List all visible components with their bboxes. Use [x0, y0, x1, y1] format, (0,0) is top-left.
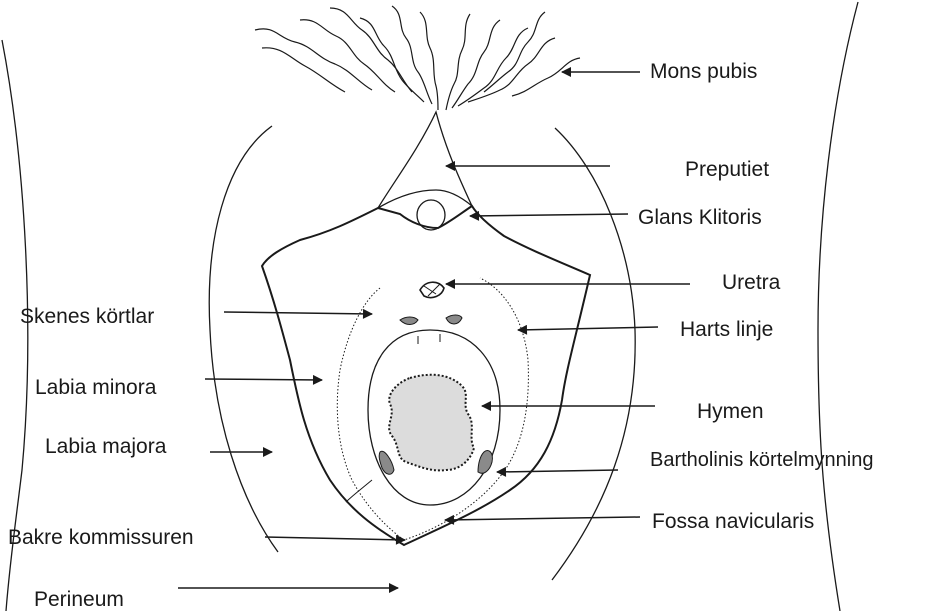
labia-majora-right-outline	[552, 128, 635, 580]
urethra-shape	[420, 282, 444, 297]
arrow-bakre-kommissuren	[265, 537, 405, 540]
arrow-fossa-navicularis	[445, 517, 640, 520]
arrow-skenes-kortlar	[224, 312, 372, 314]
label-labia-minora: Labia minora	[35, 376, 156, 400]
label-hymen: Hymen	[697, 400, 764, 424]
label-perineum: Perineum	[34, 588, 124, 612]
arrow-glans-klitoris	[470, 214, 628, 216]
skene-gland-right	[446, 315, 462, 324]
bartholin-right	[478, 450, 492, 473]
label-skenes-kortlar: Skenes körtlar	[20, 305, 154, 329]
urethra-detail	[424, 284, 440, 296]
label-mons-pubis: Mons pubis	[650, 60, 757, 84]
pubic-hair	[255, 6, 580, 110]
label-labia-majora: Labia majora	[45, 435, 166, 459]
fourchette-line	[346, 480, 372, 502]
arrow-labia-minora	[205, 379, 322, 380]
labia-majora-left-outline	[209, 126, 278, 552]
label-uretra: Uretra	[722, 271, 780, 295]
preputium-outline	[378, 112, 472, 208]
label-harts-linje: Harts linje	[680, 318, 773, 342]
hymen-shape	[389, 375, 474, 471]
label-glans-klitoris: Glans Klitoris	[638, 206, 762, 230]
label-fossa-navicularis: Fossa navicularis	[652, 510, 814, 534]
arrow-bartholinis	[497, 470, 618, 472]
label-bartholinis: Bartholinis körtelmynning	[650, 448, 873, 472]
arrow-harts-linje	[518, 327, 658, 330]
label-bakre-kommissuren: Bakre kommissuren	[8, 526, 194, 550]
skene-gland-left	[400, 317, 418, 325]
label-preputiet: Preputiet	[685, 158, 769, 182]
introitus-marks	[418, 334, 440, 344]
right-thigh-outline	[818, 2, 858, 611]
